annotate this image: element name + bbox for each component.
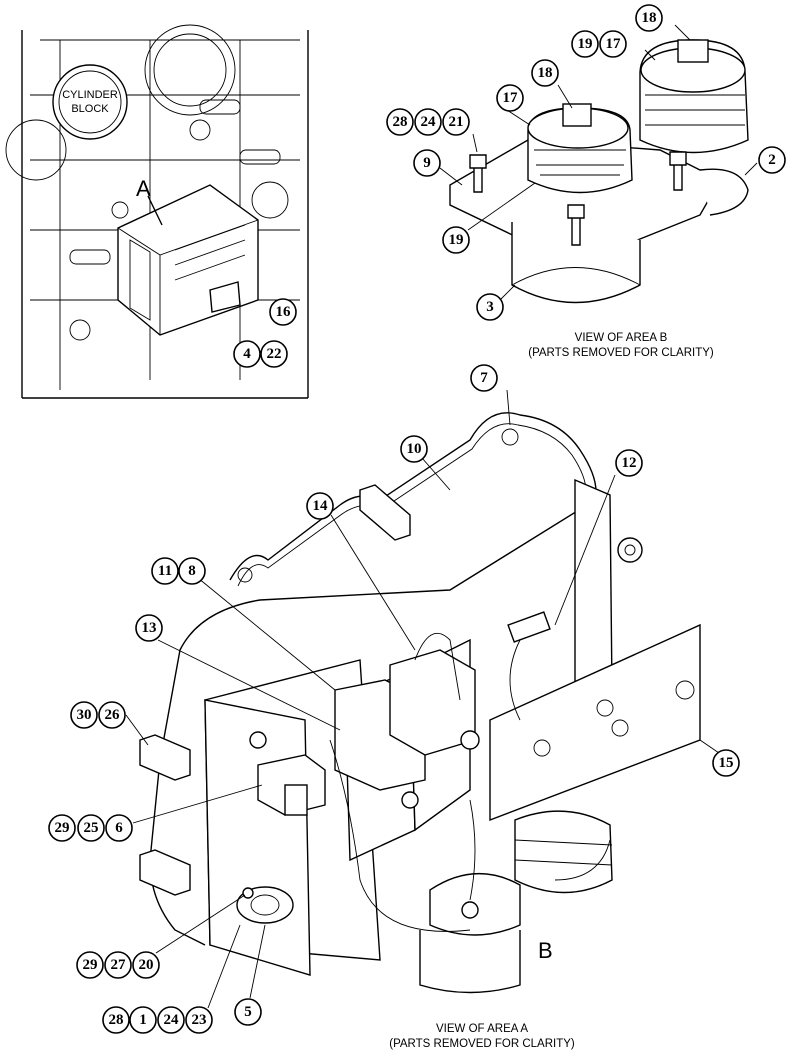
svg-text:30: 30	[77, 707, 92, 723]
callout-12: 12	[615, 449, 643, 477]
svg-text:29: 29	[83, 957, 98, 973]
callout-17: 17	[496, 84, 524, 112]
area-b-view: VIEW OF AREA B (PARTS REMOVED FOR CLARIT…	[439, 24, 758, 359]
svg-text:26: 26	[105, 707, 121, 723]
callout-25: 25	[77, 814, 105, 842]
svg-text:21: 21	[449, 114, 464, 130]
cylinder-block-label-line1: CYLINDER	[62, 89, 118, 101]
caption-area-b-line1: VIEW OF AREA B	[575, 332, 668, 344]
svg-text:3: 3	[486, 299, 494, 315]
svg-text:25: 25	[84, 820, 99, 836]
svg-text:18: 18	[642, 10, 657, 26]
callout-17: 17	[599, 30, 627, 58]
svg-text:1: 1	[139, 1012, 147, 1028]
callout-16: 16	[269, 298, 297, 326]
callout-15: 15	[712, 749, 740, 777]
callout-4: 4	[233, 340, 261, 368]
svg-text:17: 17	[503, 90, 519, 106]
svg-text:7: 7	[480, 370, 488, 386]
area-b-marker: B	[538, 938, 553, 963]
svg-text:16: 16	[276, 304, 292, 320]
callout-28: 28	[386, 108, 414, 136]
callout-7: 7	[470, 364, 498, 392]
svg-text:15: 15	[719, 755, 734, 771]
caption-area-b-line2: (PARTS REMOVED FOR CLARITY)	[528, 347, 714, 359]
svg-text:5: 5	[244, 1004, 252, 1020]
callout-14: 14	[306, 492, 334, 520]
callout-11: 11	[151, 557, 179, 585]
callout-28: 28	[102, 1006, 130, 1034]
area-a-marker: A	[136, 176, 151, 201]
svg-text:13: 13	[142, 620, 157, 636]
callout-19: 19	[442, 226, 470, 254]
svg-text:27: 27	[111, 957, 127, 973]
svg-text:14: 14	[313, 498, 329, 514]
svg-text:10: 10	[407, 441, 422, 457]
svg-text:17: 17	[606, 36, 622, 52]
callout-18: 18	[531, 59, 559, 87]
svg-text:29: 29	[55, 820, 70, 836]
svg-text:12: 12	[622, 455, 637, 471]
callout-10: 10	[400, 435, 428, 463]
callout-8: 8	[178, 557, 206, 585]
callout-20: 20	[132, 951, 160, 979]
callout-2: 2	[758, 146, 786, 174]
callout-13: 13	[135, 614, 163, 642]
svg-text:28: 28	[109, 1012, 124, 1028]
callout-30: 30	[70, 701, 98, 729]
cylinder-block-inset: CYLINDER BLOCK A	[5, 24, 309, 399]
caption-area-a-line2: (PARTS REMOVED FOR CLARITY)	[389, 1038, 575, 1050]
callout-24: 24	[157, 1006, 185, 1034]
callout-24: 24	[414, 108, 442, 136]
svg-text:6: 6	[115, 820, 123, 836]
callout-6: 6	[105, 814, 133, 842]
callout-1: 1	[129, 1006, 157, 1034]
svg-text:11: 11	[158, 563, 172, 579]
svg-text:19: 19	[578, 36, 593, 52]
svg-text:23: 23	[192, 1012, 207, 1028]
callout-3: 3	[476, 293, 504, 321]
area-a-view: B VIEW OF AREA A (PARTS REMOVED FOR CLAR…	[125, 389, 720, 1050]
caption-area-a-line1: VIEW OF AREA A	[436, 1023, 528, 1035]
svg-text:9: 9	[423, 155, 431, 171]
svg-text:8: 8	[188, 563, 196, 579]
svg-text:19: 19	[449, 232, 464, 248]
cylinder-block-label-line2: BLOCK	[71, 103, 109, 115]
svg-text:2: 2	[768, 152, 776, 168]
callout-5: 5	[234, 998, 262, 1026]
callout-19: 19	[571, 30, 599, 58]
callout-bubbles: 16 4 22 28 24 21 9 17 18 19 19 17 18 2 3…	[48, 4, 786, 1034]
svg-text:18: 18	[538, 65, 553, 81]
svg-text:4: 4	[243, 346, 251, 362]
callout-22: 22	[260, 340, 288, 368]
svg-text:28: 28	[393, 114, 408, 130]
svg-text:22: 22	[267, 346, 282, 362]
callout-21: 21	[442, 108, 470, 136]
callout-9: 9	[413, 149, 441, 177]
callout-23: 23	[185, 1006, 213, 1034]
svg-text:20: 20	[139, 957, 154, 973]
svg-text:24: 24	[421, 114, 437, 130]
callout-29: 29	[48, 814, 76, 842]
callout-27: 27	[104, 951, 132, 979]
callout-26: 26	[98, 701, 126, 729]
svg-text:24: 24	[164, 1012, 180, 1028]
callout-18: 18	[635, 4, 663, 32]
callout-29: 29	[76, 951, 104, 979]
